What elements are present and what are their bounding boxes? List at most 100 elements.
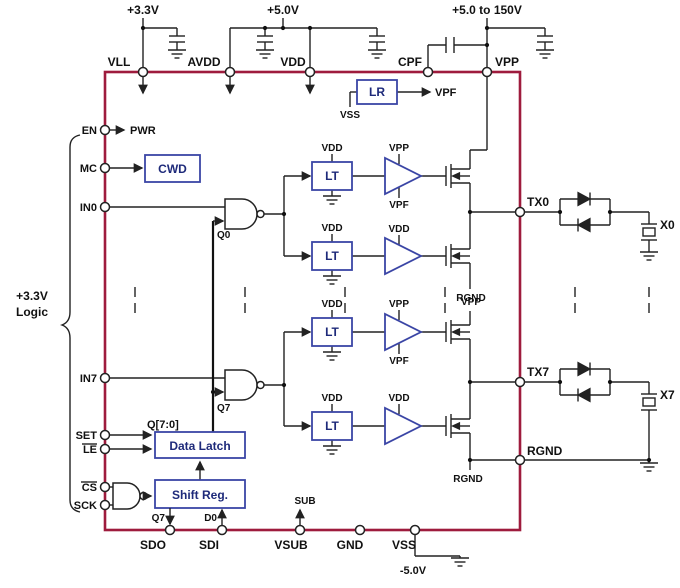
vdd-rail-label: VDD	[321, 143, 342, 154]
logic-note-line1: +3.3V	[16, 289, 48, 303]
pin-tx0	[514, 206, 526, 218]
pin-set	[99, 429, 111, 441]
pin-sdo	[164, 524, 176, 536]
label-set: SET	[76, 430, 98, 442]
enable-section: PWR CWD	[109, 125, 201, 183]
label-vll: VLL	[108, 55, 131, 69]
label-rgnd: RGND	[527, 444, 563, 458]
vpp-rail-label: VPP	[461, 297, 481, 308]
lr-block	[356, 79, 398, 105]
ellipsis-marks	[134, 287, 650, 313]
supply-hv-label: +5.0 to 150V	[452, 3, 522, 17]
vpf-rail-label: VPF	[389, 356, 408, 367]
power-rail-5v: +5.0V	[229, 3, 387, 68]
input-nand-ch7	[109, 369, 284, 401]
vpp-rail-label: VPP	[389, 299, 409, 310]
pwr-label: PWR	[130, 125, 156, 137]
lt-label: LT	[325, 249, 339, 263]
label-tx7: TX7	[527, 365, 549, 379]
supply-3v3-label: +3.3V	[127, 3, 159, 17]
q7-net-label: Q7	[217, 403, 231, 414]
diode-icon	[577, 361, 591, 377]
lr-block-label: LR	[369, 85, 385, 99]
pin-avdd	[224, 66, 236, 78]
rgnd-net-label: RGND	[453, 474, 482, 485]
label-in7: IN7	[80, 373, 97, 385]
spi-nand-gate-icon	[112, 482, 141, 510]
vpp-rail-label: VPP	[389, 143, 409, 154]
ground-symbol	[639, 462, 659, 472]
ground-symbol	[255, 49, 275, 59]
channel-7: LT LT VDD VDD VPP VPF VDD VPP RGND	[281, 297, 516, 485]
rgnd-net-label: RGND	[456, 293, 485, 304]
lr-wires	[349, 87, 432, 107]
channel-7-wires	[283, 310, 516, 470]
decoupling-cap	[536, 35, 554, 43]
mosfet-ch0-high-icon	[445, 163, 471, 189]
label-le: LE	[83, 444, 97, 456]
pin-labels: VLL AVDD VDD CPF VPP EN MC IN0 IN7 SET L…	[74, 55, 563, 552]
data-latch-block	[154, 431, 246, 459]
pin-vpp	[481, 66, 493, 78]
vpp-rail	[469, 76, 488, 169]
brace-icon	[60, 134, 81, 513]
channel-0: LT LT VDD VDD VPP VPF VDD RGND	[281, 143, 516, 304]
channel-0-wires	[283, 154, 516, 289]
power-rail-3v3-wires	[142, 18, 178, 68]
input-nand-ch0	[109, 198, 284, 230]
ground-symbol	[367, 49, 387, 59]
pin-in0	[99, 201, 111, 213]
label-vss: VSS	[392, 538, 416, 552]
vss-external-wires	[414, 534, 461, 558]
qbus-label: Q[7:0]	[147, 419, 179, 431]
label-sdi: SDI	[199, 538, 219, 552]
q-bus: Q0 Q7 Q[7:0]	[147, 216, 231, 432]
nand-gate-icon	[224, 198, 258, 230]
pin-le	[99, 443, 111, 455]
label-cpf: CPF	[398, 55, 422, 69]
pin-cpf	[422, 66, 434, 78]
buffer-ch7-low-icon	[384, 406, 424, 446]
buffer-ch7-high-icon	[384, 312, 424, 352]
q0-net-label: Q0	[217, 230, 231, 241]
ground-symbol	[322, 275, 342, 285]
latch-section: Data Latch Shift Reg. Q7 D0 SUB	[109, 430, 316, 526]
inverter-bubble-icon	[256, 380, 265, 390]
x0-label: X0	[660, 218, 675, 232]
label-sdo: SDO	[140, 538, 166, 552]
pin-vll	[137, 66, 149, 78]
supply-neg-label: -5.0V	[400, 565, 427, 577]
d0-in-label: D0	[204, 513, 217, 524]
pin-circles	[99, 66, 526, 536]
mosfet-ch7-low-icon	[445, 413, 471, 439]
label-sck: SCK	[74, 500, 97, 512]
q7-out-label: Q7	[152, 513, 166, 524]
lt-block-ch0-low	[311, 241, 353, 271]
transducer-x7-icon	[640, 393, 658, 411]
vpf-rail-label: VPF	[389, 200, 408, 211]
lr-vpf-label: VPF	[435, 87, 457, 99]
pin-en	[99, 124, 111, 136]
lt-label: LT	[325, 325, 339, 339]
vss-external: -5.0V	[400, 534, 470, 577]
pin-cs	[99, 481, 111, 493]
pin-tx7	[514, 376, 526, 388]
diode-icon	[577, 191, 591, 207]
label-gnd: GND	[337, 538, 364, 552]
lt-block-ch7-high	[311, 317, 353, 347]
decoupling-cap	[256, 35, 274, 43]
ground-symbol	[322, 445, 342, 455]
power-rail-hv: +5.0 to 150V	[427, 3, 555, 68]
logic-group-annotation: +3.3V Logic	[16, 134, 81, 513]
label-in0: IN0	[80, 202, 97, 214]
lt-block-ch7-low	[311, 411, 353, 441]
vdd-rail-label: VDD	[321, 299, 342, 310]
pin-vss	[409, 524, 421, 536]
label-tx0: TX0	[527, 195, 549, 209]
pin-sck	[99, 499, 111, 511]
pin-sdi	[216, 524, 228, 536]
shift-reg-block	[154, 479, 246, 509]
external-tx0: X0	[524, 191, 675, 261]
